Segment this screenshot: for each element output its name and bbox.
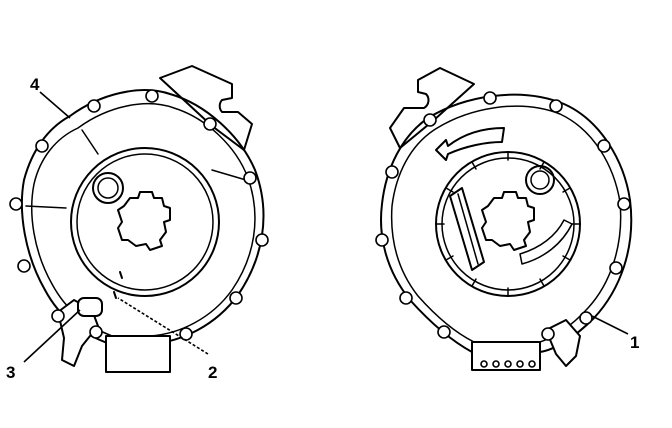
right-top-tab (389, 67, 475, 149)
right-direction-arrow (435, 127, 505, 161)
right-connector-pin-5 (528, 360, 536, 368)
right-bolt-2 (483, 91, 497, 105)
left-top-tab (159, 65, 253, 151)
left-bolt-2 (145, 89, 159, 103)
left-index-mark-upper (119, 271, 123, 279)
left-index-mark-lower (113, 291, 117, 299)
leader-line-3 (23, 309, 81, 363)
right-housing-inner-wall (390, 105, 622, 343)
left-spoke-right (211, 169, 247, 181)
right-ring-cap-inner (530, 170, 550, 190)
callout-1: 1 (630, 333, 639, 352)
left-ring-cap (92, 172, 124, 204)
leader-line-2 (117, 297, 209, 355)
left-housing-outline (20, 89, 265, 345)
right-ring-cap (525, 165, 555, 195)
left-housing-inner-wall (31, 103, 256, 337)
right-connector-pin-4 (516, 360, 524, 368)
right-ring-ticks (435, 151, 581, 297)
left-index-window (77, 297, 103, 317)
leader-line-4 (39, 91, 71, 119)
right-bolt-1 (423, 113, 437, 127)
right-bolt-11 (375, 233, 389, 247)
right-splined-hub (481, 191, 535, 251)
right-connector-pin-3 (504, 360, 512, 368)
right-connector-pin-2 (492, 360, 500, 368)
right-bolt-7 (579, 311, 593, 325)
right-bolt-12 (385, 165, 399, 179)
right-bolt-9 (437, 325, 451, 339)
callout-4: 4 (30, 75, 40, 94)
left-bolt-8 (89, 325, 103, 339)
right-connector-pin-1 (480, 360, 488, 368)
right-bolt-8 (541, 327, 555, 341)
callout-3: 3 (6, 363, 15, 382)
right-bolt-5 (617, 197, 631, 211)
left-spoke-left (25, 205, 67, 209)
left-bolt-11 (9, 197, 23, 211)
left-bolt-9 (51, 309, 65, 323)
left-bolt-4 (243, 171, 257, 185)
right-ring-segment (519, 219, 573, 265)
right-bolt-3 (549, 99, 563, 113)
left-splined-hub (117, 191, 171, 251)
right-ribbon-tab-edge (457, 193, 479, 265)
left-inner-ring-edge (76, 153, 214, 291)
right-bolt-10 (399, 291, 413, 305)
right-bolt-6 (609, 261, 623, 275)
left-bolt-1 (87, 99, 101, 113)
leader-lines (23, 91, 629, 363)
right-bolt-4 (597, 139, 611, 153)
left-bolt-3 (203, 117, 217, 131)
left-ring-cap-inner (97, 177, 119, 199)
right-clockspring-assembly (375, 67, 633, 371)
left-bolt-6 (229, 291, 243, 305)
left-bottom-connector (105, 335, 171, 373)
left-bolt-10 (17, 259, 31, 273)
right-ribbon-tab (449, 187, 485, 271)
left-bolt-5 (255, 233, 269, 247)
left-clockspring-assembly (9, 65, 269, 373)
callout-2: 2 (208, 363, 217, 382)
leader-line-1 (591, 315, 629, 335)
right-lower-lug (545, 319, 581, 367)
left-bolt-12 (35, 139, 49, 153)
left-inner-ring (70, 147, 220, 297)
left-spoke-upper (81, 129, 99, 155)
